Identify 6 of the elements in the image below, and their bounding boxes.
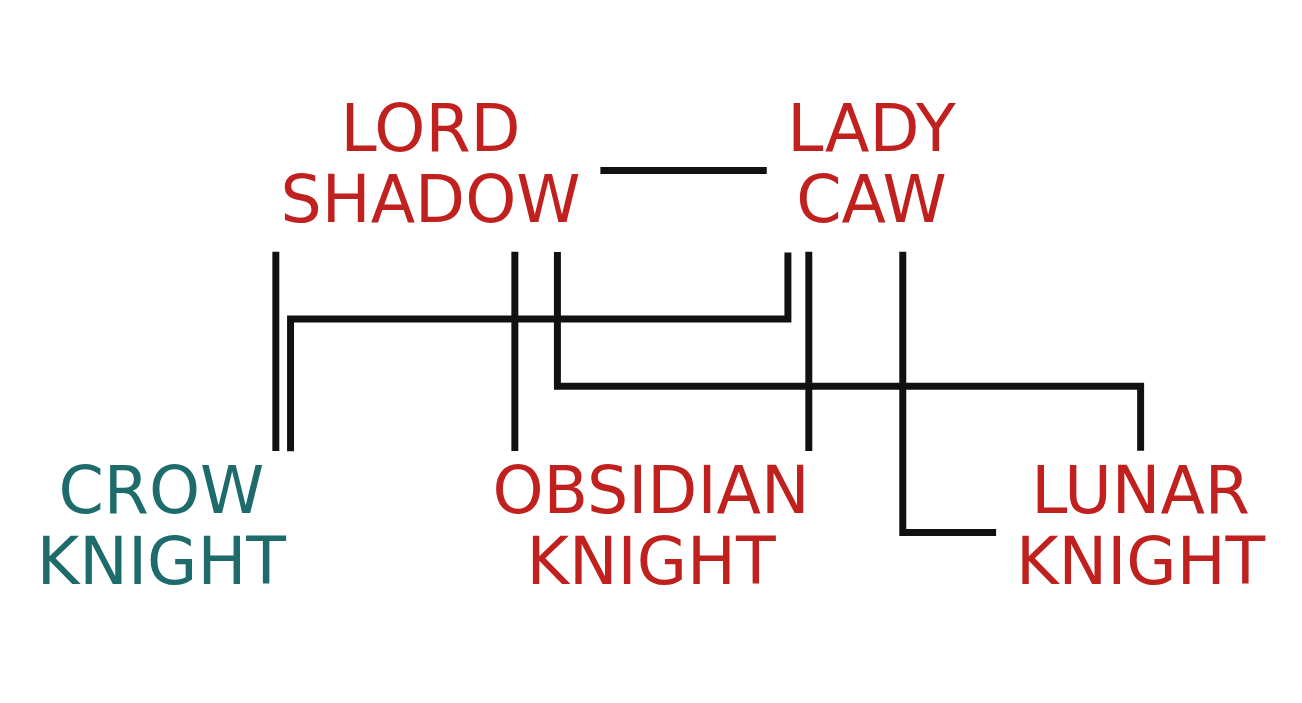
node-text: LADY CAW xyxy=(787,90,956,238)
node-text: OBSIDIAN KNIGHT xyxy=(492,452,810,600)
node-text: CROW KNIGHT xyxy=(36,452,286,600)
node-text: LORD SHADOW xyxy=(280,90,581,238)
node-text: LUNAR KNIGHT xyxy=(1016,452,1266,600)
connector xyxy=(899,251,997,536)
